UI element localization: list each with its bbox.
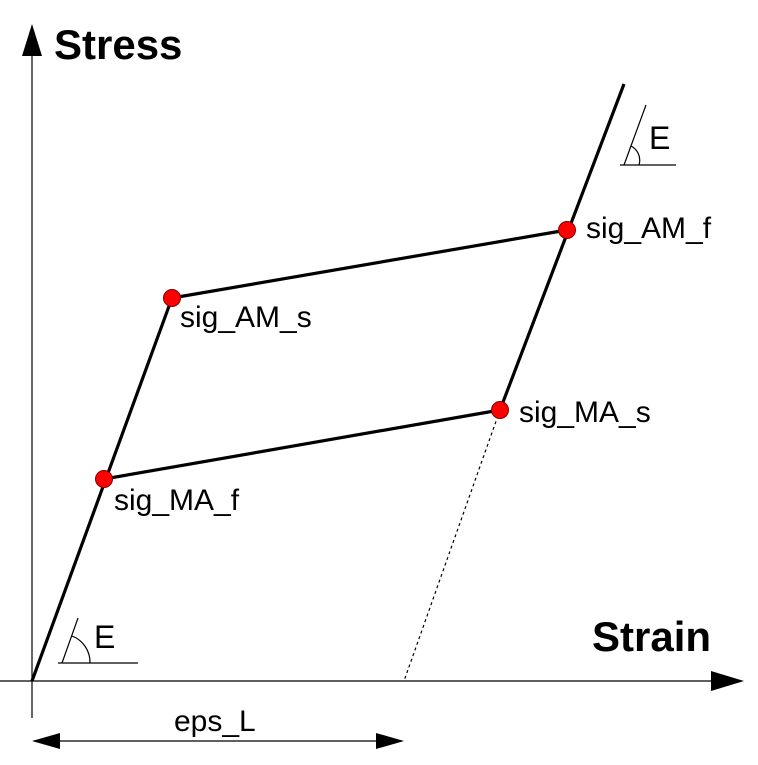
martensite-elastic-line xyxy=(498,83,626,411)
x-axis-title: Strain xyxy=(592,613,711,660)
point-sig-am-s xyxy=(163,289,181,307)
point-sig-am-f xyxy=(558,221,576,239)
strain-span-right-arrow xyxy=(376,733,404,749)
modulus-top-angle-arc xyxy=(630,145,641,166)
y-axis-arrowhead xyxy=(22,24,42,56)
label-sig-ma-f: sig_MA_f xyxy=(114,484,240,517)
modulus-top-slope xyxy=(623,104,647,166)
y-axis: Stress xyxy=(22,21,182,718)
point-sig-ma-s xyxy=(491,401,509,419)
x-axis: Strain xyxy=(0,613,744,691)
modulus-bottom-slope xyxy=(61,617,79,664)
label-sig-am-s: sig_AM_s xyxy=(180,301,312,334)
strain-span-label: eps_L xyxy=(174,705,256,738)
reverse-plateau-line xyxy=(103,408,501,481)
transformation-points: sig_AM_s sig_AM_f sig_MA_s sig_MA_f xyxy=(95,212,712,517)
unloading-dashed-line xyxy=(403,409,501,682)
strain-span-left-arrow xyxy=(32,733,60,749)
modulus-top-label: E xyxy=(649,120,670,156)
strain-span-dimension: eps_L xyxy=(32,705,404,749)
x-axis-arrowhead xyxy=(711,671,744,691)
y-axis-title: Stress xyxy=(54,21,182,68)
forward-plateau-line xyxy=(171,228,568,300)
point-sig-ma-f xyxy=(95,470,113,488)
modulus-indicator-bottom: E xyxy=(58,617,138,664)
label-sig-ma-s: sig_MA_s xyxy=(519,396,651,429)
hysteresis-loop xyxy=(30,83,626,682)
label-sig-am-f: sig_AM_f xyxy=(586,212,712,245)
modulus-indicator-top: E xyxy=(620,104,676,166)
modulus-bottom-angle-arc xyxy=(71,635,91,664)
modulus-bottom-label: E xyxy=(94,619,115,655)
loading-elastic-line xyxy=(30,297,174,682)
